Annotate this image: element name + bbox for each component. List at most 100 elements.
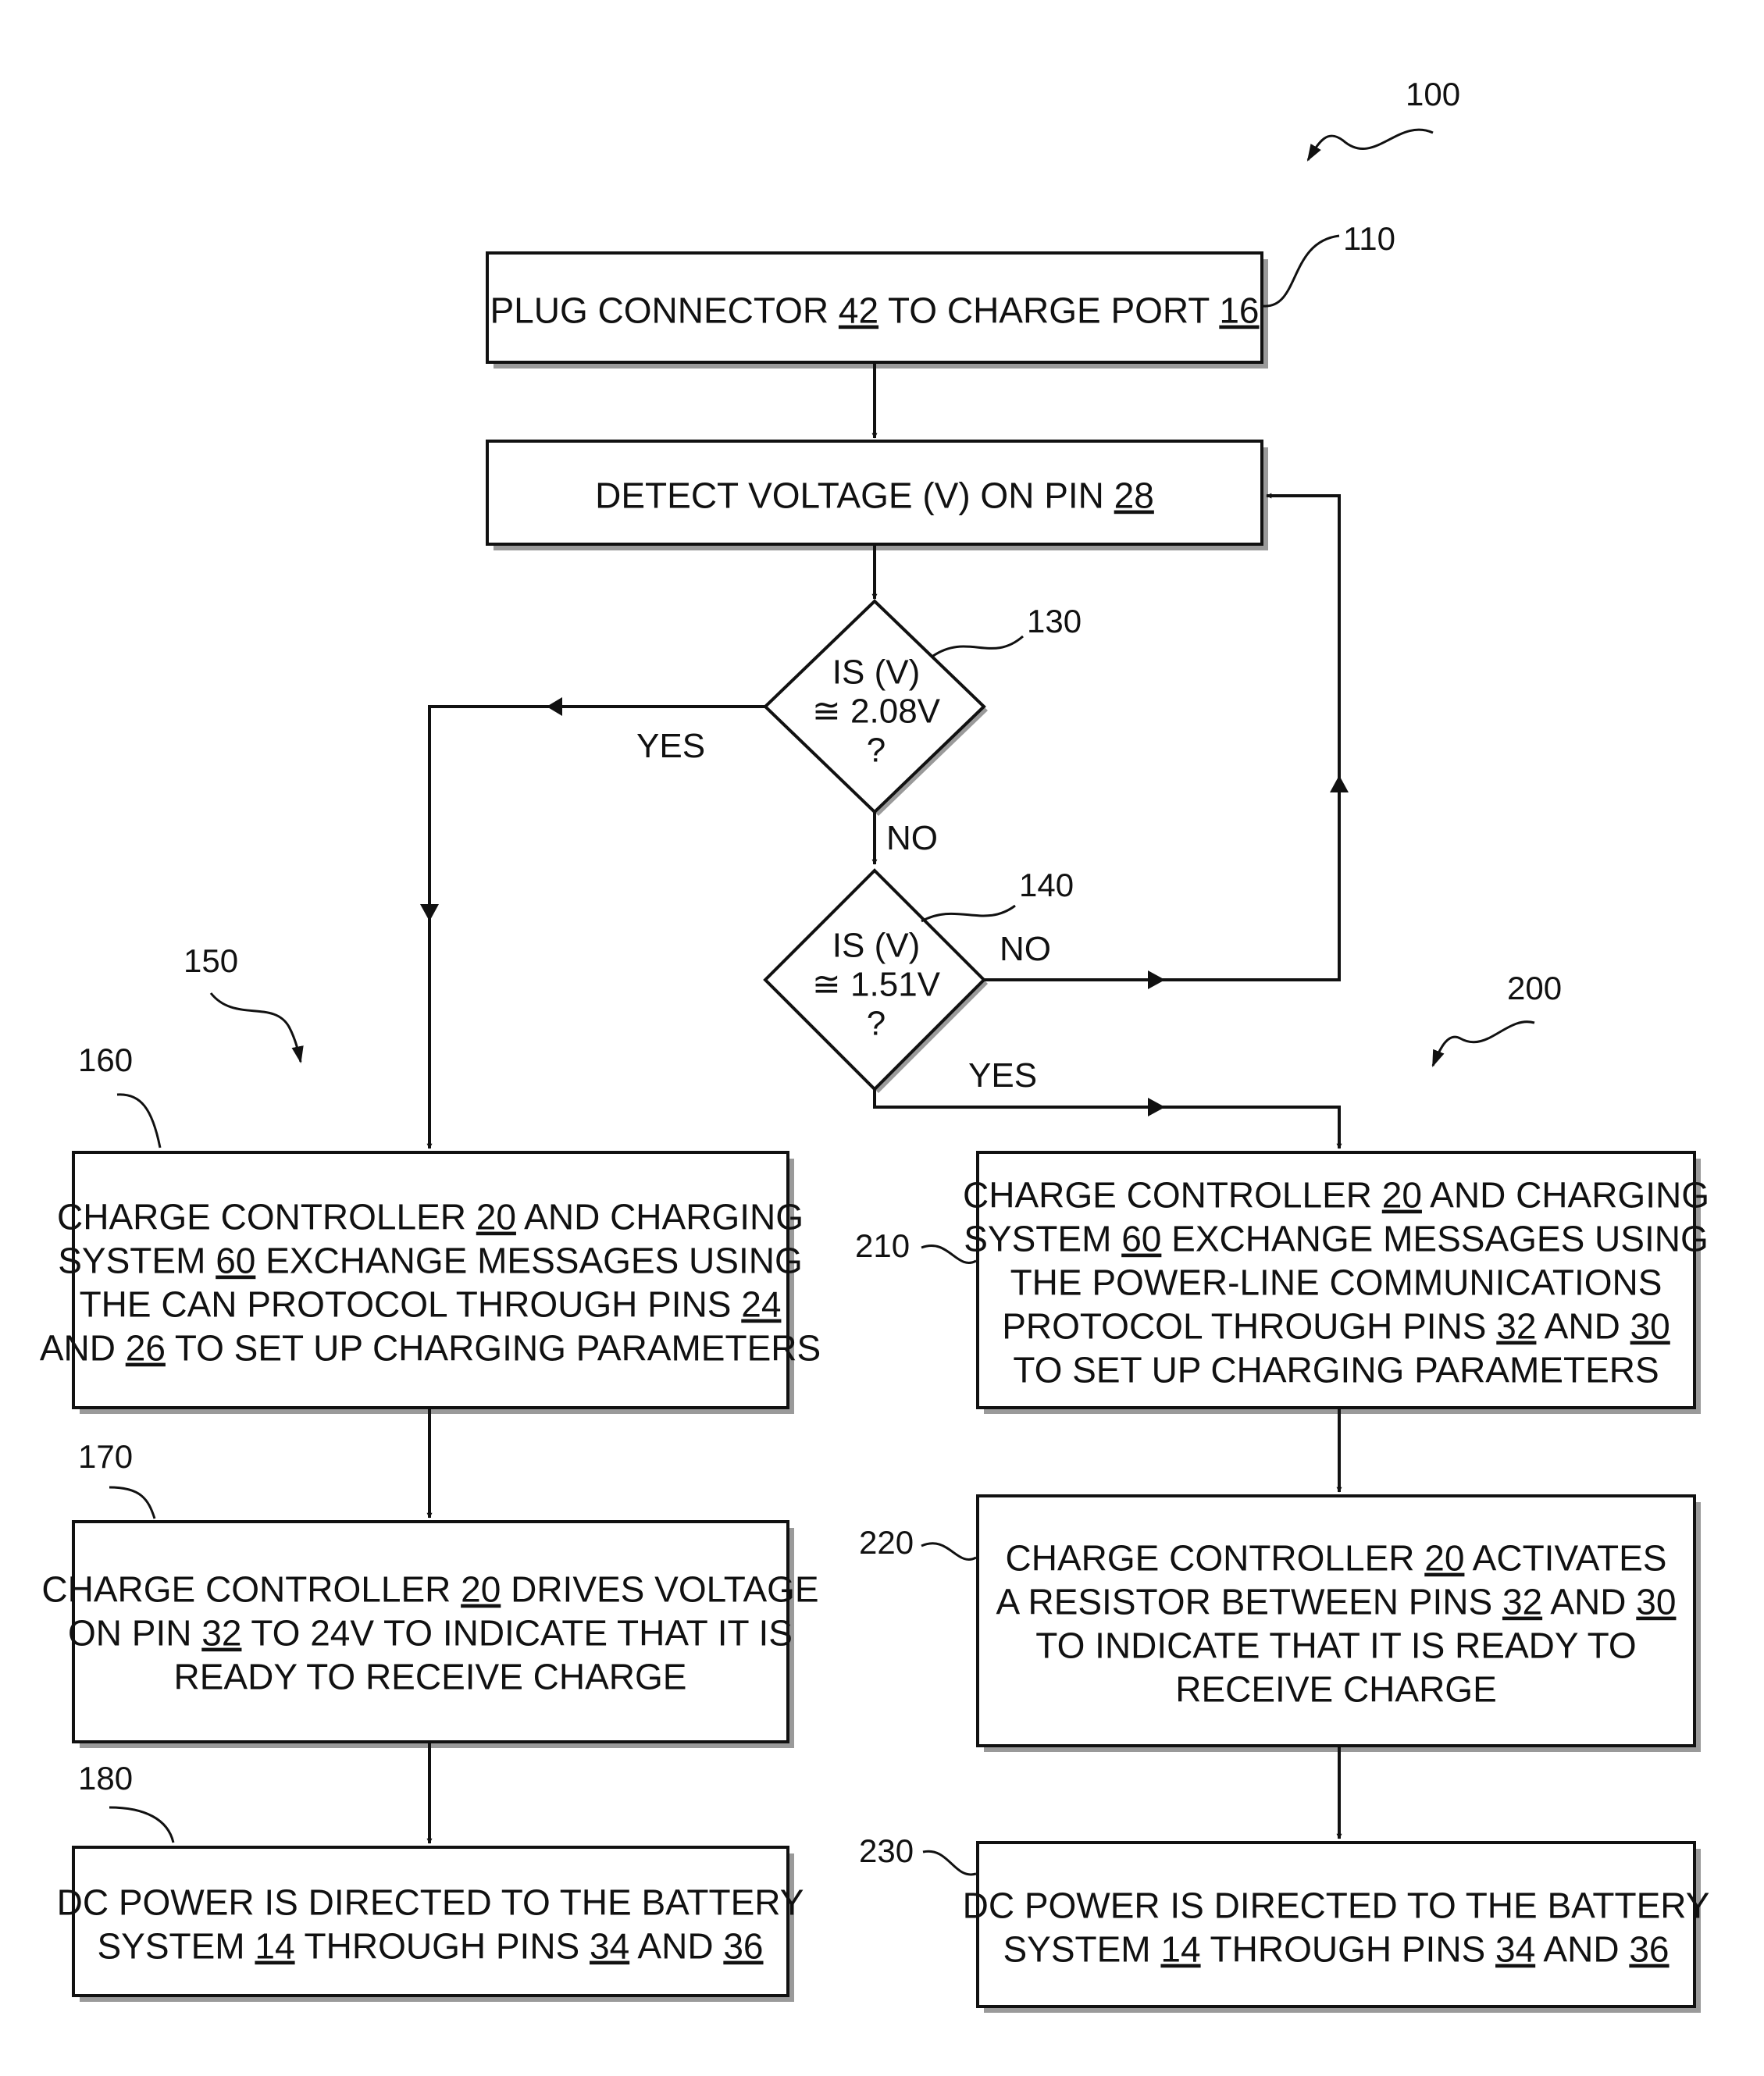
text-run: TO INDICATE THAT IT IS READY TO	[1035, 1626, 1636, 1666]
reference-numeral: 20	[476, 1197, 516, 1237]
text-run: EXCHANGE MESSAGES USING	[255, 1241, 802, 1281]
text-run: ?	[867, 1005, 886, 1043]
step-120-text: DETECT VOLTAGE (V) ON PIN 28	[595, 475, 1154, 516]
decision-140-diamond: IS (V)≅ 1.51V?	[765, 871, 988, 1093]
text-run: IS (V)	[832, 927, 920, 965]
edge-140-yes-210	[875, 1089, 1339, 1148]
text-run: CHARGE CONTROLLER	[1006, 1538, 1425, 1579]
figure-ref-label: 100	[1406, 76, 1460, 112]
text-run: ≅ 1.51V	[812, 966, 941, 1004]
edge-label-yes-130: YES	[636, 727, 705, 765]
reference-numeral: 20	[1382, 1175, 1422, 1216]
figure-ref-100: 100	[1308, 76, 1460, 160]
branch-200-label: 200	[1507, 970, 1562, 1006]
decision-130-diamond: IS (V)≅ 2.08V?	[765, 601, 988, 816]
step-180-ref: 180	[78, 1760, 133, 1796]
reference-numeral: 24	[741, 1284, 781, 1325]
text-run: SYSTEM	[97, 1926, 255, 1967]
text-run: DETECT VOLTAGE (V) ON PIN	[595, 475, 1114, 516]
text-run: THROUGH PINS	[295, 1926, 590, 1967]
text-run: SYSTEM	[58, 1241, 216, 1281]
step-160-ref: 160	[78, 1042, 133, 1078]
text-run: AND	[1542, 1582, 1636, 1622]
edge-140-no-120	[984, 496, 1339, 980]
text-run: SYSTEM	[1003, 1929, 1160, 1970]
reference-numeral: 30	[1630, 1306, 1670, 1347]
decision-130-ref: 130	[1027, 603, 1082, 639]
branch-ref-150: 150	[184, 942, 301, 1062]
text-run: IS (V)	[832, 653, 920, 692]
reference-numeral: 26	[126, 1328, 166, 1369]
step-160-box: CHARGE CONTROLLER 20 AND CHARGINGSYSTEM …	[40, 1152, 821, 1414]
text-run: AND	[1535, 1929, 1629, 1970]
step-210-ref: 210	[855, 1227, 910, 1264]
reference-numeral: 16	[1219, 290, 1259, 331]
text-run: AND	[40, 1328, 126, 1369]
step-230-ref: 230	[859, 1832, 914, 1869]
reference-numeral: 14	[1160, 1929, 1200, 1970]
step-110-box: PLUG CONNECTOR 42 TO CHARGE PORT 16	[487, 253, 1268, 369]
reference-numeral: 30	[1636, 1582, 1676, 1622]
text-run: PLUG CONNECTOR	[490, 290, 838, 331]
text-run: ACTIVATES	[1464, 1538, 1666, 1579]
text-run: TO CHARGE PORT	[878, 290, 1219, 331]
step-110-ref: 110	[1343, 220, 1395, 257]
text-run: AND	[1536, 1306, 1630, 1347]
text-run: ?	[867, 732, 886, 770]
text-run: ON PIN	[68, 1613, 201, 1654]
text-run: DC POWER IS DIRECTED TO THE BATTERY	[963, 1885, 1710, 1926]
reference-numeral: 34	[1495, 1929, 1535, 1970]
text-run: PROTOCOL THROUGH PINS	[1002, 1306, 1496, 1347]
reference-numeral: 32	[1502, 1582, 1542, 1622]
text-run: THE CAN PROTOCOL THROUGH PINS	[80, 1284, 742, 1325]
branch-ref-200: 200	[1433, 970, 1562, 1066]
branch-150-label: 150	[184, 942, 238, 979]
decision-140-ref: 140	[1019, 867, 1074, 903]
text-run: DC POWER IS DIRECTED TO THE BATTERY	[57, 1882, 804, 1923]
text-run: ≅ 2.08V	[812, 693, 941, 731]
step-120-box: DETECT VOLTAGE (V) ON PIN 28	[487, 441, 1268, 550]
reference-numeral: 14	[255, 1926, 294, 1967]
reference-numeral: 36	[1629, 1929, 1669, 1970]
reference-numeral: 60	[216, 1241, 255, 1281]
reference-numeral: 34	[590, 1926, 629, 1967]
text-run: CHARGE CONTROLLER	[57, 1197, 476, 1237]
step-180-box: DC POWER IS DIRECTED TO THE BATTERYSYSTE…	[57, 1847, 804, 2002]
text-run: READY TO RECEIVE CHARGE	[174, 1657, 687, 1697]
step-220-box: CHARGE CONTROLLER 20 ACTIVATESA RESISTOR…	[978, 1496, 1701, 1752]
text-run: RECEIVE CHARGE	[1175, 1669, 1497, 1710]
text-run: TO SET UP CHARGING PARAMETERS	[166, 1328, 821, 1369]
step-220-ref: 220	[859, 1524, 914, 1561]
step-110-text: PLUG CONNECTOR 42 TO CHARGE PORT 16	[490, 290, 1259, 331]
text-run: TO SET UP CHARGING PARAMETERS	[1013, 1350, 1659, 1391]
text-run: DRIVES VOLTAGE	[501, 1569, 818, 1610]
step-210-text: CHARGE CONTROLLER 20 AND CHARGINGSYSTEM …	[963, 1175, 1709, 1391]
edge-130-yes-160	[429, 707, 765, 1148]
reference-numeral: 20	[461, 1569, 501, 1610]
text-run: A RESISTOR BETWEEN PINS	[996, 1582, 1502, 1622]
reference-numeral: 42	[839, 290, 878, 331]
reference-numeral: 32	[1496, 1306, 1536, 1347]
text-run: THROUGH PINS	[1201, 1929, 1495, 1970]
reference-numeral: 28	[1114, 475, 1154, 516]
step-170-ref: 170	[78, 1438, 133, 1475]
edge-label-no-140: NO	[1000, 930, 1051, 968]
text-run: AND CHARGING	[1422, 1175, 1709, 1216]
reference-numeral: 32	[201, 1613, 241, 1654]
step-230-box: DC POWER IS DIRECTED TO THE BATTERYSYSTE…	[963, 1843, 1710, 2013]
edge-label-yes-140: YES	[968, 1056, 1037, 1095]
text-run: THE POWER-LINE COMMUNICATIONS	[1010, 1262, 1662, 1303]
text-run: TO 24V TO INDICATE THAT IT IS	[241, 1613, 793, 1654]
reference-numeral: 20	[1424, 1538, 1464, 1579]
text-run: SYSTEM	[964, 1219, 1121, 1259]
edge-label-no-130: NO	[886, 819, 938, 857]
reference-numeral: 36	[723, 1926, 763, 1967]
text-run: CHARGE CONTROLLER	[41, 1569, 461, 1610]
step-170-box: CHARGE CONTROLLER 20 DRIVES VOLTAGE ON PI…	[41, 1522, 818, 1748]
step-210-box: CHARGE CONTROLLER 20 AND CHARGINGSYSTEM …	[963, 1152, 1709, 1414]
reference-numeral: 60	[1121, 1219, 1161, 1259]
text-run: AND CHARGING	[516, 1197, 804, 1237]
text-run: EXCHANGE MESSAGES USING	[1161, 1219, 1708, 1259]
text-run: CHARGE CONTROLLER	[963, 1175, 1382, 1216]
